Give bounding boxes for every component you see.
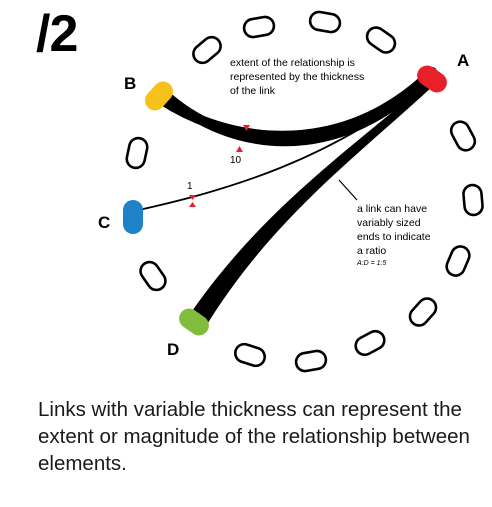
empty-node	[365, 26, 397, 54]
value-label-10: 10	[230, 155, 242, 166]
empty-node	[308, 10, 342, 34]
empty-node	[354, 329, 386, 357]
empty-node	[125, 136, 149, 170]
value-label-1: 1	[187, 181, 193, 192]
node-label-d: D	[167, 340, 179, 359]
node-label-b: B	[124, 74, 136, 93]
marker-triangle-top	[243, 125, 250, 131]
thickness-annotation-line: extent of the relationship is	[230, 57, 355, 69]
ends-annotation-line: variably sized	[357, 217, 421, 229]
thickness-annotation-line: of the link	[230, 85, 276, 97]
empty-node	[192, 35, 222, 65]
thickness-annotation: extent of the relationship is represente…	[230, 57, 367, 97]
node-c	[123, 200, 143, 234]
marker-triangle-top	[189, 195, 196, 200]
empty-nodes	[125, 10, 484, 373]
empty-node	[139, 260, 167, 292]
node-a	[417, 65, 447, 93]
node-label-a: A	[457, 51, 469, 70]
marker-triangle-bottom	[189, 202, 196, 207]
empty-node	[449, 120, 477, 152]
link-a-c	[133, 81, 429, 212]
empty-node	[233, 342, 267, 368]
links	[133, 67, 437, 331]
empty-node	[294, 349, 328, 373]
empty-node	[242, 15, 276, 39]
ends-annotation: a link can have variably sized ends to i…	[357, 203, 433, 257]
node-d	[179, 308, 209, 336]
panel-number: /2	[36, 5, 78, 63]
empty-node	[445, 245, 471, 277]
annotation-pointer	[338, 179, 358, 201]
node-b	[144, 81, 174, 111]
empty-node	[408, 297, 438, 327]
thickness-annotation-line: represented by the thickness	[230, 71, 364, 83]
ends-annotation-line: a link can have	[357, 203, 427, 215]
node-label-c: C	[98, 213, 110, 232]
ratio-label: A:D = 1:5	[356, 260, 386, 267]
ends-annotation-line: ends to indicate	[357, 231, 431, 243]
link-a-d	[186, 81, 433, 331]
ends-annotation-line: a ratio	[357, 245, 386, 257]
marker-triangle-bottom	[236, 146, 243, 152]
caption: Links with variable thickness can repres…	[38, 398, 470, 475]
empty-node	[462, 183, 484, 217]
